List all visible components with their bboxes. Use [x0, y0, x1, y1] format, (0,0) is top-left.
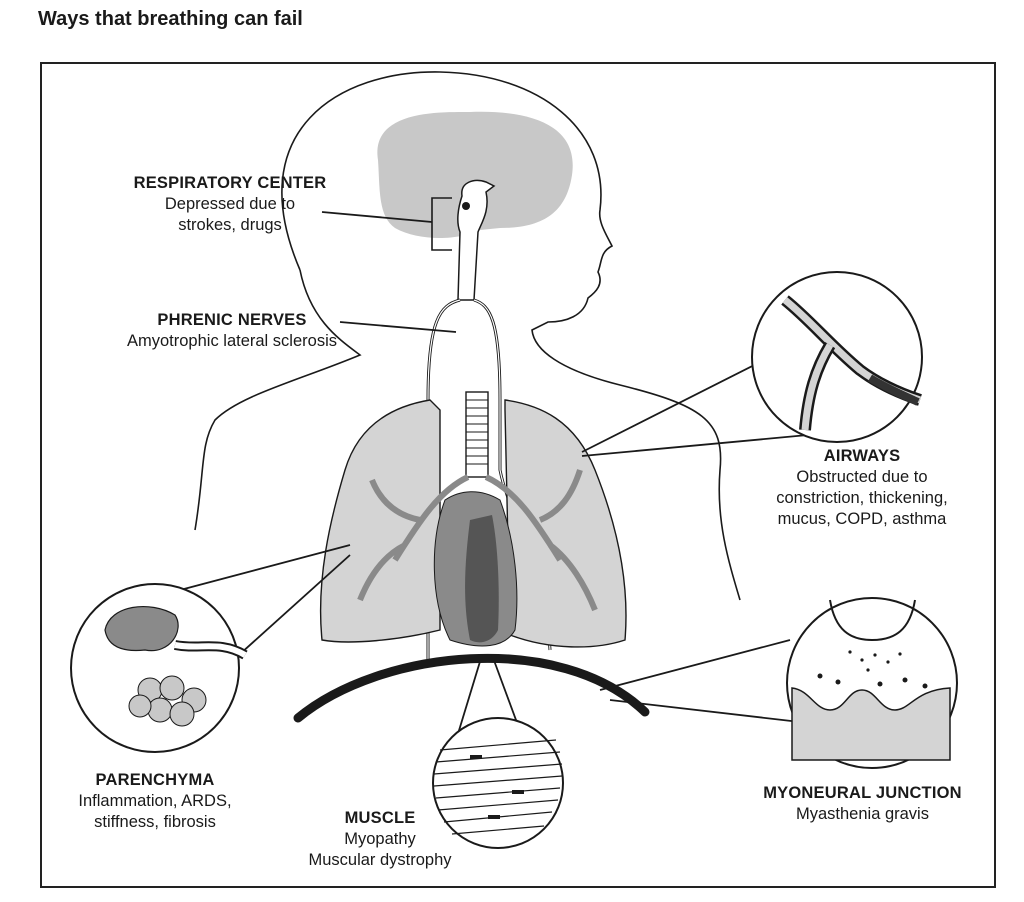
right-lung: [504, 399, 627, 648]
myoneural-junction-heading: MYONEURAL JUNCTION: [763, 784, 962, 802]
respiratory-center-dot: [462, 202, 470, 210]
airways-line-2: constriction, thickening,: [776, 489, 948, 507]
muscle-heading: MUSCLE: [344, 809, 416, 827]
respiratory-center-label: RESPIRATORY CENTER Depressed due to stro…: [110, 173, 350, 236]
parenchyma-line-2: stiffness, fibrosis: [94, 813, 216, 831]
respiratory-center-line-1: Depressed due to: [164, 195, 296, 213]
phrenic-nerves-label: PHRENIC NERVES Amyotrophic lateral scler…: [82, 310, 382, 352]
myoneural-connector-1: [599, 639, 791, 691]
airways-heading: AIRWAYS: [823, 447, 901, 465]
phrenic-nerves-line-1: Amyotrophic lateral sclerosis: [127, 332, 337, 350]
airways-label: AIRWAYS Obstructed due to constriction, …: [742, 446, 982, 530]
phrenic-connector: [339, 321, 457, 333]
respiratory-center-line-2: strokes, drugs: [178, 216, 282, 234]
parenchyma-line-1: Inflammation, ARDS,: [78, 792, 232, 810]
body-outline: [281, 71, 741, 601]
muscle-line-1: Myopathy: [344, 830, 416, 848]
brain: [377, 111, 573, 238]
myoneural-connector-2: [609, 699, 801, 723]
body-left-outline: [194, 269, 362, 531]
respiratory-connector: [321, 211, 433, 223]
airways-line-1: Obstructed due to: [796, 468, 928, 486]
brainstem: [457, 179, 496, 301]
respiratory-center-heading: RESPIRATORY CENTER: [133, 174, 327, 192]
airways-connector-1: [581, 351, 781, 453]
parenchyma-inset: [70, 583, 248, 753]
bronchial-tree: [357, 469, 598, 612]
airways-line-3: mucus, COPD, asthma: [777, 510, 947, 528]
diagram-frame: [40, 62, 996, 888]
diaphragm: [293, 653, 650, 723]
myoneural-junction-label: MYONEURAL JUNCTION Myasthenia gravis: [740, 783, 985, 825]
airways-inset: [751, 271, 923, 443]
myoneural-junction-inset: [786, 597, 958, 769]
myoneural-junction-line-1: Myasthenia gravis: [796, 805, 929, 823]
muscle-label: MUSCLE Myopathy Muscular dystrophy: [280, 808, 480, 871]
airways-connector-2: [581, 431, 841, 457]
left-lung: [319, 399, 441, 643]
parenchyma-heading: PARENCHYMA: [95, 771, 215, 789]
respiratory-center-bracket: [431, 197, 452, 251]
muscle-line-2: Muscular dystrophy: [308, 851, 452, 869]
page-title: Ways that breathing can fail: [38, 8, 303, 30]
heart-dark-chamber: [465, 515, 499, 643]
parenchyma-label: PARENCHYMA Inflammation, ARDS, stiffness…: [40, 770, 270, 833]
phrenic-nerves-heading: PHRENIC NERVES: [157, 311, 307, 329]
muscle-inset: [432, 717, 564, 849]
